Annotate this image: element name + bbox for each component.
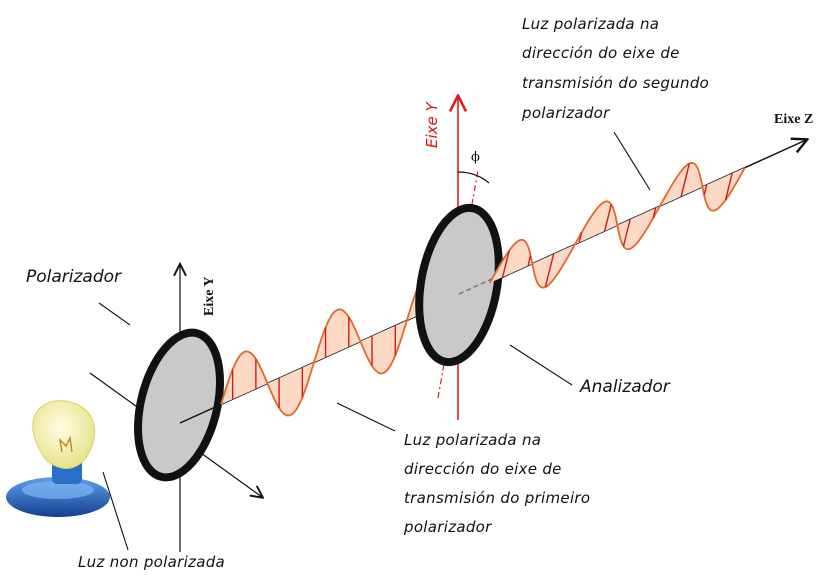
caption-line: dirección do eixe de (404, 460, 562, 478)
light-bulb-icon (6, 400, 110, 517)
caption-line: transmisión do primeiro (404, 489, 590, 507)
caption-line: Luz polarizada na (404, 431, 541, 449)
wave-field-vector (544, 253, 555, 288)
second-y-axis-label: Eixe Y (423, 100, 441, 148)
polarized-first-caption: Luz polarizada na dirección do eixe de t… (403, 431, 590, 536)
phi-angle-label: ϕ (471, 150, 480, 165)
caption-line: polarizador (521, 104, 610, 122)
wave-field-vector (603, 204, 612, 232)
wave-field-vector (622, 219, 631, 247)
caption-line: polarizador (403, 518, 492, 536)
wave-curve (220, 266, 455, 417)
analyzer-disk (415, 203, 508, 367)
wave-field-vector (652, 207, 657, 219)
z-axis-label: Eixe Z (774, 112, 813, 127)
leader-lines (98, 131, 651, 551)
wave-field-vector (680, 163, 691, 197)
wave-field-vector (703, 184, 708, 196)
unpolarized-light-label: Luz non polarizada (78, 553, 225, 571)
wave-curve (489, 162, 746, 289)
polarized-second-caption: Luz polarizada na dirección do eixe de t… (521, 15, 709, 122)
wave-field-vector (724, 173, 733, 201)
wave-field-vector (527, 255, 532, 266)
wave-analyzer (489, 162, 746, 289)
polarizer-label: Polarizador (26, 267, 122, 287)
wave-first-polarizer (220, 266, 455, 417)
caption-line: transmisión do segundo (522, 74, 709, 92)
polarizer-disk (134, 328, 224, 482)
caption-line: Luz polarizada na (522, 15, 659, 33)
first-y-axis-label: Eixe Y (202, 276, 217, 316)
caption-line: dirección do eixe de (522, 44, 680, 62)
wave-field-vector (501, 250, 510, 278)
analyzer-label: Analizador (579, 377, 671, 397)
wave-field-vector (578, 232, 583, 243)
